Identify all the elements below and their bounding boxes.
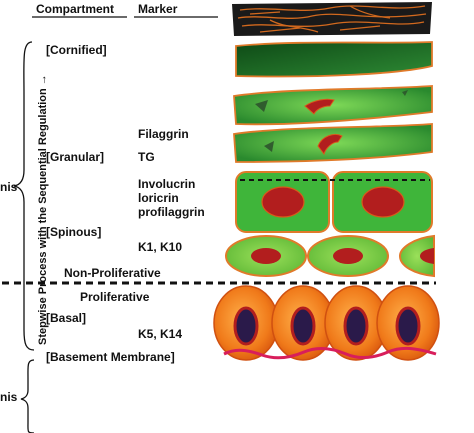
marker-loricrin: loricrin — [138, 191, 179, 205]
compartment-granular: [Granular] — [46, 150, 105, 164]
basal-nucleus-2 — [290, 306, 316, 346]
epidermis-label-partial: nis — [0, 180, 18, 194]
cornified-fibers — [237, 5, 427, 33]
basal-nucleus-4 — [395, 306, 421, 346]
keratohyalin-granule — [264, 141, 274, 152]
compartment-spinous: [Spinous] — [46, 225, 102, 239]
marker-profilaggrin: profilaggrin — [138, 205, 205, 219]
header-marker: Marker — [138, 2, 178, 16]
basal-nucleus-1 — [233, 306, 259, 346]
compartment-cornified: [Cornified] — [46, 43, 107, 57]
spinous-cell-3-partial — [398, 234, 435, 278]
epidermis-brace — [13, 41, 35, 351]
marker-tg: TG — [138, 150, 155, 164]
non-proliferative-label: Non-Proliferative — [64, 266, 161, 280]
spinous-nucleus-3-partial — [420, 248, 434, 264]
keratohyalin-granule — [255, 100, 268, 112]
basal-nucleus-3 — [343, 306, 369, 346]
header-compartment: Compartment — [36, 2, 115, 16]
spinous-upper-nucleus-right — [361, 186, 405, 218]
dermis-brace — [20, 359, 35, 433]
cornified-cell — [235, 41, 433, 78]
marker-k1-k10: K1, K10 — [138, 240, 183, 254]
granular-nucleus-lower — [317, 133, 343, 156]
granular-nucleus-upper — [304, 98, 335, 115]
compartment-basal: [Basal] — [46, 311, 87, 325]
spinous-upper-nucleus-left — [261, 186, 305, 218]
keratohyalin-granule — [402, 90, 408, 96]
spinous-nucleus-1 — [251, 248, 281, 264]
cornified-layer-band — [232, 2, 432, 36]
compartment-basement-membrane: [Basement Membrane] — [46, 350, 175, 364]
proliferative-label: Proliferative — [80, 290, 150, 304]
marker-k5-k14: K5, K14 — [138, 327, 183, 341]
basement-membrane — [223, 346, 437, 360]
granular-cell-upper — [233, 85, 433, 126]
dermis-label-partial: nis — [0, 390, 18, 404]
marker-filaggrin: Filaggrin — [138, 127, 189, 141]
marker-involucrin: Involucrin — [138, 177, 196, 191]
spinous-nucleus-2 — [333, 248, 363, 264]
